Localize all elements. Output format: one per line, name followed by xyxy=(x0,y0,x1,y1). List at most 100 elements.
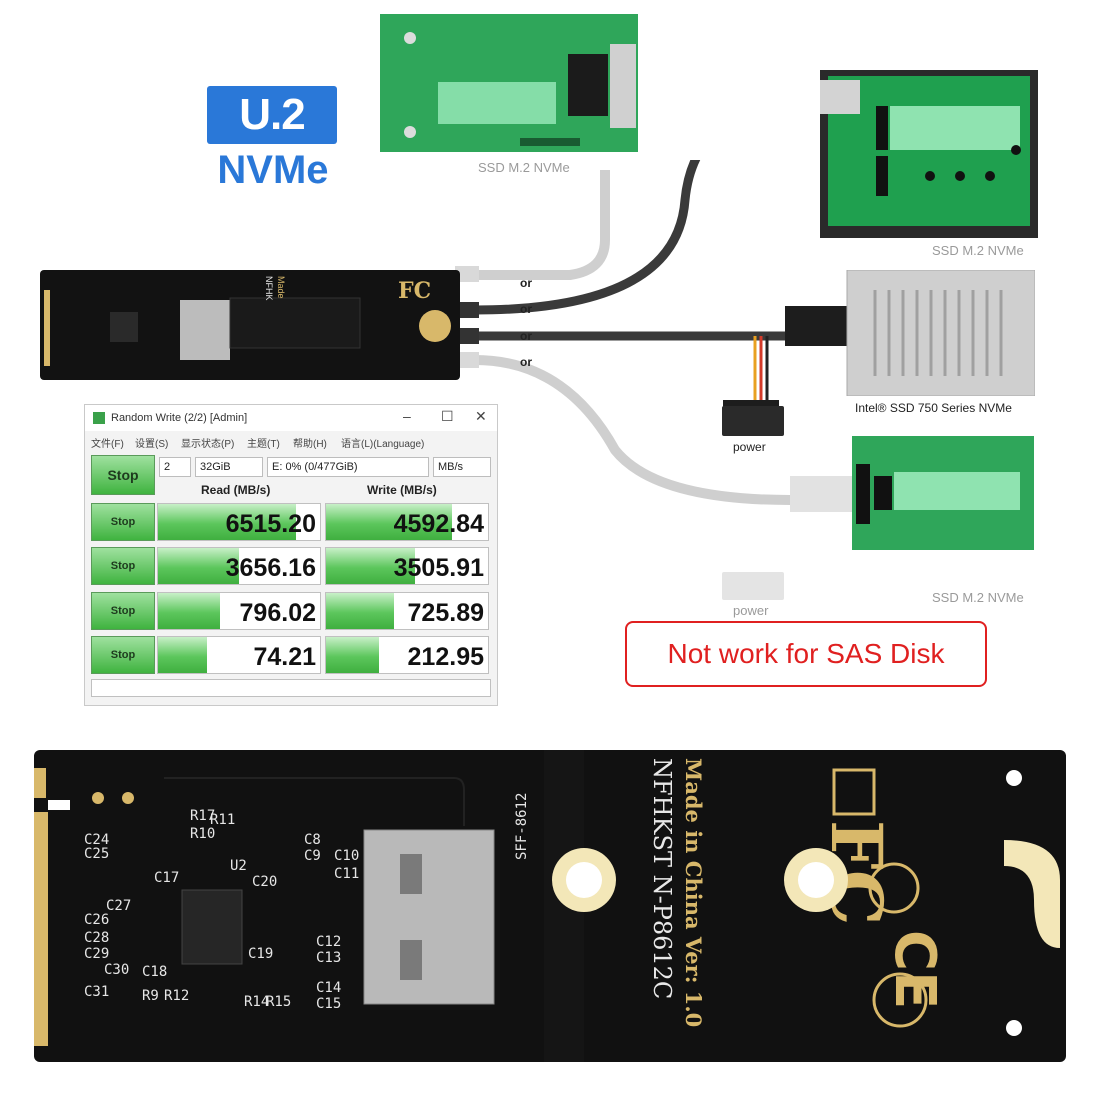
write-result-cell: 725.89 xyxy=(325,592,489,630)
designator-label: C27 xyxy=(106,898,132,914)
main-stop-button[interactable]: Stop xyxy=(91,455,155,495)
status-bar xyxy=(91,679,491,697)
size-select[interactable]: 32GiB xyxy=(195,457,263,477)
or-label-3: or xyxy=(520,329,532,343)
small-card-made-text: Made xyxy=(276,276,286,299)
made-in-label: Made in China Ver: 1.0 xyxy=(681,758,706,1028)
sas-warning-box: Not work for SAS Disk xyxy=(625,621,987,687)
intel-ssd-image xyxy=(785,269,1036,397)
right-bottom-adapter-drawing xyxy=(790,436,1034,550)
small-card-model-text: NFHK xyxy=(264,276,274,301)
pcb-drawing: FC CE xyxy=(34,750,1060,1062)
menu-item-language[interactable]: 语言(L)(Language) xyxy=(341,439,425,450)
designator-label: R17 xyxy=(190,808,216,824)
row-stop-button[interactable]: Stop xyxy=(91,636,155,674)
designator-label: R11 xyxy=(210,812,236,828)
read-result-cell: 796.02 xyxy=(157,592,321,630)
designator-label: C8 xyxy=(304,832,321,848)
caption-right-top-adapter: SSD M.2 NVMe xyxy=(932,243,1024,258)
designator-label: C25 xyxy=(84,846,110,862)
small-m2-card-image: FC Made NFHK xyxy=(40,270,460,380)
count-select[interactable]: 2 xyxy=(159,457,191,477)
svg-text:CE: CE xyxy=(882,930,947,1009)
write-header: Write (MB/s) xyxy=(367,483,437,497)
benchmark-window: Random Write (2/2) [Admin] – ☐ ✕ 文件(F) 设… xyxy=(84,404,498,706)
designator-label: C28 xyxy=(84,930,110,946)
row-stop-button[interactable]: Stop xyxy=(91,547,155,585)
designator-label: C14 xyxy=(316,980,342,996)
designator-label: C13 xyxy=(316,950,342,966)
designator-label: C15 xyxy=(316,996,342,1012)
drive-select[interactable]: E: 0% (0/477GiB) xyxy=(267,457,429,477)
designator-label: C20 xyxy=(252,874,278,890)
designator-label: R9 xyxy=(142,988,159,1004)
or-label-4: or xyxy=(520,355,532,369)
write-fill-bar xyxy=(326,593,395,629)
menu-item-settings[interactable]: 设置(S) xyxy=(135,439,169,450)
read-fill-bar xyxy=(158,548,239,584)
top-m2-adapter-drawing xyxy=(380,14,638,152)
menu-item-theme[interactable]: 主题(T) xyxy=(247,439,280,450)
menu-item-file[interactable]: 文件(F) xyxy=(91,439,124,450)
read-value: 74.21 xyxy=(253,643,316,671)
small-m2-card-drawing: FC xyxy=(40,270,460,380)
menu-item-help[interactable]: 帮助(H) xyxy=(293,439,327,450)
intel-ssd-drawing xyxy=(785,269,1036,397)
read-result-cell: 74.21 xyxy=(157,636,321,674)
right-top-adapter-drawing xyxy=(820,70,1038,238)
close-icon[interactable]: ✕ xyxy=(475,408,487,424)
or-label-2: or xyxy=(520,302,532,316)
designator-label: C9 xyxy=(304,848,321,864)
unit-select[interactable]: MB/s xyxy=(433,457,491,477)
caption-power-dark: power xyxy=(733,440,766,454)
write-result-cell: 212.95 xyxy=(325,636,489,674)
row-stop-button[interactable]: Stop xyxy=(91,592,155,630)
read-value: 6515.20 xyxy=(225,510,316,538)
menu-bar: 文件(F) 设置(S) 显示状态(P) 主题(T) 帮助(H) 语言(L)(La… xyxy=(85,431,497,451)
designator-label: C18 xyxy=(142,964,168,980)
caption-intel-ssd: Intel® SSD 750 Series NVMe xyxy=(855,401,1012,415)
write-fill-bar xyxy=(326,548,416,584)
read-value: 3656.16 xyxy=(225,554,316,582)
nvme-logo-text: NVMe xyxy=(217,148,329,192)
write-result-cell: 4592.84 xyxy=(325,503,489,541)
designator-label: R15 xyxy=(266,994,292,1010)
connector-label: SFF-8612 xyxy=(514,792,530,860)
designator-label: C31 xyxy=(84,984,110,1000)
or-label-1: or xyxy=(520,276,532,290)
caption-power-faded: power xyxy=(733,603,769,618)
caption-right-bottom-adapter: SSD M.2 NVMe xyxy=(932,590,1024,605)
read-result-cell: 6515.20 xyxy=(157,503,321,541)
u2-logo-badge: U.2 xyxy=(207,86,337,144)
read-result-cell: 3656.16 xyxy=(157,547,321,585)
top-m2-adapter-image xyxy=(380,14,638,152)
write-fill-bar xyxy=(326,504,453,540)
designator-label: C12 xyxy=(316,934,342,950)
read-value: 796.02 xyxy=(239,599,316,627)
right-top-adapter-image xyxy=(820,70,1038,238)
power-connector-image xyxy=(722,406,784,436)
read-fill-bar xyxy=(158,637,207,673)
read-fill-bar xyxy=(158,593,220,629)
large-m2-board-image: FC CE Made in China Ver: 1.0 NFHKST N-P8… xyxy=(34,750,1066,1062)
read-header: Read (MB/s) xyxy=(201,483,271,497)
write-result-cell: 3505.91 xyxy=(325,547,489,585)
maximize-icon[interactable]: ☐ xyxy=(441,408,454,424)
designator-label: C11 xyxy=(334,866,360,882)
app-icon xyxy=(93,412,105,424)
row-stop-button[interactable]: Stop xyxy=(91,503,155,541)
designator-label: C24 xyxy=(84,832,110,848)
designator-label: C17 xyxy=(154,870,180,886)
write-value: 725.89 xyxy=(407,599,484,627)
designator-label: C10 xyxy=(334,848,360,864)
designator-label: C26 xyxy=(84,912,110,928)
menu-item-display[interactable]: 显示状态(P) xyxy=(181,439,235,450)
model-label: NFHKST N-P8612C xyxy=(648,758,676,1000)
minimize-icon[interactable]: – xyxy=(403,408,411,424)
mount-hole-left xyxy=(552,848,616,912)
designator-label: R12 xyxy=(164,988,190,1004)
power-connector-faded-image xyxy=(722,572,784,600)
svg-text:FC: FC xyxy=(398,278,431,304)
designator-label: C29 xyxy=(84,946,110,962)
designator-label: U2 xyxy=(230,858,247,874)
